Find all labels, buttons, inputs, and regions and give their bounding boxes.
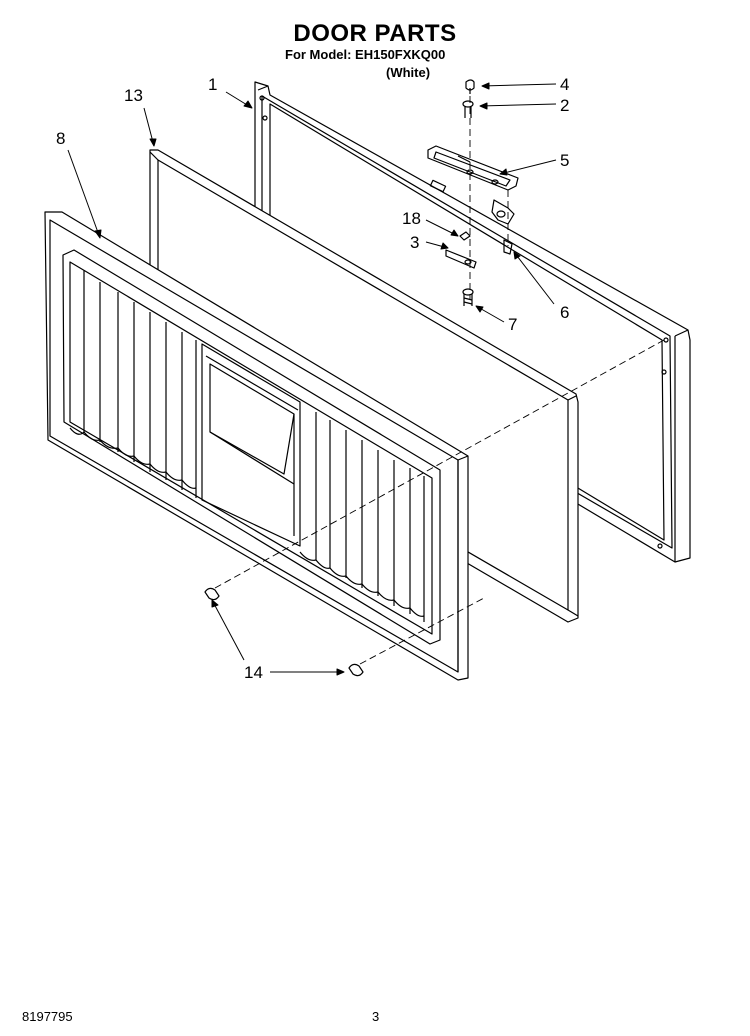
washer-part-18: [459, 231, 471, 241]
hinge-part-5: [427, 145, 519, 191]
plug-part-14-upper: [204, 587, 220, 601]
callout-3: 3: [410, 233, 419, 252]
bracket-part-3: [445, 249, 477, 269]
leader-lines: [67, 82, 557, 676]
callout-4: 4: [560, 75, 569, 94]
callout-7: 7: [508, 315, 517, 334]
door-liner-part-8: [44, 211, 469, 681]
callout-18: 18: [402, 209, 421, 228]
screw-part-4: [465, 79, 475, 94]
document-number: 8197795: [22, 1009, 73, 1024]
callout-8: 8: [56, 129, 65, 148]
callout-13: 13: [124, 86, 143, 105]
callout-1: 1: [208, 75, 217, 94]
callout-6: 6: [560, 303, 569, 322]
callout-14: 14: [244, 663, 263, 682]
page-title: DOOR PARTS: [293, 20, 457, 47]
model-line: For Model: EH150FXKQ00: [285, 47, 446, 62]
callout-2: 2: [560, 96, 569, 115]
hinge-pin-part-2: [462, 100, 474, 118]
color-variant: (White): [386, 65, 431, 80]
callout-5: 5: [560, 151, 569, 170]
spacer-part-6: [503, 239, 513, 255]
page-number: 3: [372, 1009, 380, 1024]
assembly-lines: [214, 96, 665, 665]
plug-part-14-lower: [348, 663, 364, 677]
screw-part-7: [462, 288, 474, 306]
